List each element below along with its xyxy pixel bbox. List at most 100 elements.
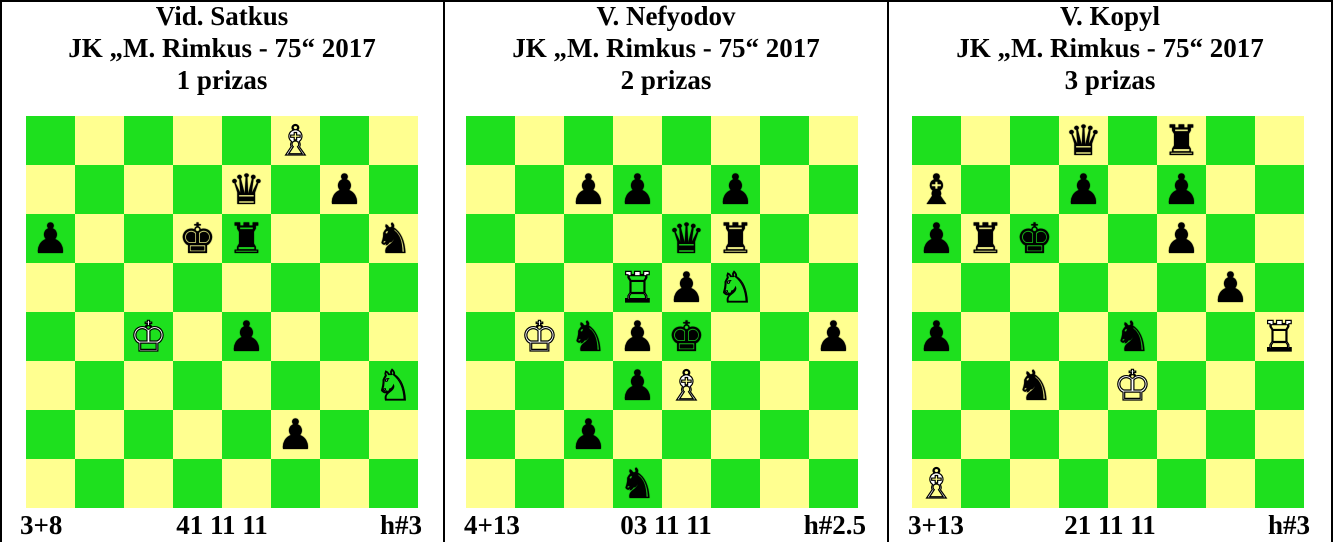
white-bishop-icon[interactable]: ♗ [668, 361, 706, 410]
black-pawn-icon[interactable]: ♟ [619, 312, 657, 361]
square-d4[interactable] [173, 312, 222, 361]
square-d6[interactable]: ♚ [173, 214, 222, 263]
square-c7[interactable] [124, 165, 173, 214]
square-g5[interactable] [760, 263, 809, 312]
square-d3[interactable]: ♟ [613, 361, 662, 410]
square-e5[interactable] [1108, 263, 1157, 312]
square-g1[interactable] [760, 459, 809, 508]
square-h3[interactable] [1255, 361, 1304, 410]
square-h6[interactable]: ♞ [369, 214, 418, 263]
square-b8[interactable] [515, 116, 564, 165]
square-b7[interactable] [961, 165, 1010, 214]
black-pawn-icon[interactable]: ♟ [1212, 263, 1250, 312]
square-b8[interactable] [961, 116, 1010, 165]
square-f8[interactable]: ♜ [1157, 116, 1206, 165]
square-a2[interactable] [26, 410, 75, 459]
square-e2[interactable] [662, 410, 711, 459]
square-c3[interactable] [564, 361, 613, 410]
square-e4[interactable]: ♚ [662, 312, 711, 361]
square-h7[interactable] [1255, 165, 1304, 214]
white-king-icon[interactable]: ♔ [1114, 361, 1152, 410]
square-d5[interactable]: ♖ [613, 263, 662, 312]
square-f6[interactable] [271, 214, 320, 263]
square-a8[interactable] [912, 116, 961, 165]
square-a7[interactable] [26, 165, 75, 214]
square-e3[interactable]: ♔ [1108, 361, 1157, 410]
black-pawn-icon[interactable]: ♟ [1163, 165, 1201, 214]
square-a6[interactable]: ♟ [26, 214, 75, 263]
square-e8[interactable] [662, 116, 711, 165]
square-c7[interactable] [1010, 165, 1059, 214]
square-g6[interactable] [1206, 214, 1255, 263]
black-pawn-icon[interactable]: ♟ [1163, 214, 1201, 263]
square-b3[interactable] [961, 361, 1010, 410]
square-d7[interactable]: ♟ [613, 165, 662, 214]
square-e4[interactable]: ♟ [222, 312, 271, 361]
square-g5[interactable]: ♟ [1206, 263, 1255, 312]
square-a8[interactable] [466, 116, 515, 165]
square-d1[interactable] [1059, 459, 1108, 508]
black-rook-icon[interactable]: ♜ [967, 214, 1005, 263]
square-e1[interactable] [222, 459, 271, 508]
square-b6[interactable] [75, 214, 124, 263]
black-pawn-icon[interactable]: ♟ [326, 165, 364, 214]
square-e7[interactable] [662, 165, 711, 214]
black-knight-icon[interactable]: ♞ [570, 312, 608, 361]
square-g2[interactable] [320, 410, 369, 459]
square-d6[interactable] [1059, 214, 1108, 263]
square-e2[interactable] [1108, 410, 1157, 459]
square-h6[interactable] [809, 214, 858, 263]
square-d8[interactable] [173, 116, 222, 165]
square-c1[interactable] [564, 459, 613, 508]
square-f4[interactable] [271, 312, 320, 361]
square-d2[interactable] [173, 410, 222, 459]
square-b5[interactable] [961, 263, 1010, 312]
square-e3[interactable]: ♗ [662, 361, 711, 410]
square-d5[interactable] [1059, 263, 1108, 312]
square-b3[interactable] [75, 361, 124, 410]
square-b1[interactable] [75, 459, 124, 508]
square-b2[interactable] [75, 410, 124, 459]
square-h8[interactable] [369, 116, 418, 165]
white-king-icon[interactable]: ♔ [521, 312, 559, 361]
square-a7[interactable]: ♝ [912, 165, 961, 214]
square-f5[interactable] [271, 263, 320, 312]
square-c5[interactable] [564, 263, 613, 312]
square-f2[interactable] [711, 410, 760, 459]
black-queen-icon[interactable]: ♛ [228, 165, 266, 214]
square-a5[interactable] [912, 263, 961, 312]
black-pawn-icon[interactable]: ♟ [277, 410, 315, 459]
square-c4[interactable] [1010, 312, 1059, 361]
black-pawn-icon[interactable]: ♟ [619, 165, 657, 214]
black-knight-icon[interactable]: ♞ [1016, 361, 1054, 410]
square-g4[interactable] [760, 312, 809, 361]
square-c5[interactable] [1010, 263, 1059, 312]
black-pawn-icon[interactable]: ♟ [32, 214, 70, 263]
black-pawn-icon[interactable]: ♟ [815, 312, 853, 361]
square-a4[interactable] [26, 312, 75, 361]
square-c8[interactable] [1010, 116, 1059, 165]
white-knight-icon[interactable]: ♘ [375, 361, 413, 410]
square-d8[interactable]: ♛ [1059, 116, 1108, 165]
square-c1[interactable] [124, 459, 173, 508]
square-a5[interactable] [466, 263, 515, 312]
square-f5[interactable] [1157, 263, 1206, 312]
square-d4[interactable]: ♟ [613, 312, 662, 361]
black-rook-icon[interactable]: ♜ [228, 214, 266, 263]
square-b4[interactable] [961, 312, 1010, 361]
square-b1[interactable] [961, 459, 1010, 508]
square-d3[interactable] [1059, 361, 1108, 410]
square-b6[interactable]: ♜ [961, 214, 1010, 263]
square-a1[interactable]: ♗ [912, 459, 961, 508]
square-h1[interactable] [809, 459, 858, 508]
square-f8[interactable] [711, 116, 760, 165]
black-pawn-icon[interactable]: ♟ [228, 312, 266, 361]
square-e6[interactable]: ♛ [662, 214, 711, 263]
square-b8[interactable] [75, 116, 124, 165]
square-g8[interactable] [760, 116, 809, 165]
square-d1[interactable] [173, 459, 222, 508]
square-d6[interactable] [613, 214, 662, 263]
square-g4[interactable] [1206, 312, 1255, 361]
square-d2[interactable] [613, 410, 662, 459]
square-h8[interactable] [1255, 116, 1304, 165]
